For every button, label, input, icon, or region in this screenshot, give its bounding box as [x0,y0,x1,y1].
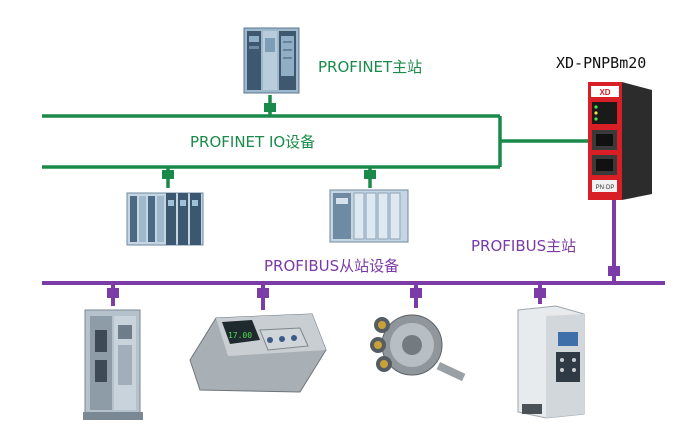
profinet-connector [162,170,174,179]
io-station-device [83,309,143,420]
profinet-connector [364,170,376,179]
io-module-rack-device [126,192,204,246]
indicator-display-text: 17.00 [228,331,252,340]
io-module-panel-device [329,189,409,243]
profibus-connector [410,288,422,298]
frequency-inverter-device [517,305,585,419]
profinet-master-label: PROFINET主站 [318,58,423,76]
profinet-connector [264,103,276,112]
profibus-connector [608,266,620,276]
weighing-indicator-device [189,313,327,393]
profibus-connector [107,288,119,298]
profibus-master-label: PROFIBUS主站 [471,237,577,255]
gateway-brand-text: XD [599,88,610,97]
profibus-slaves-label: PROFIBUS从站设备 [264,257,400,275]
gateway-tag-text: PN·DP [596,185,615,191]
profibus-connector [257,288,269,298]
gateway-model-label: XD-PNPBm20 [556,54,647,72]
profinet-io-label: PROFINET IO设备 [190,133,316,151]
profibus-connector [534,288,546,298]
plc-master-device [243,27,300,94]
rotary-encoder-device [370,314,466,382]
gateway-device [588,82,652,200]
